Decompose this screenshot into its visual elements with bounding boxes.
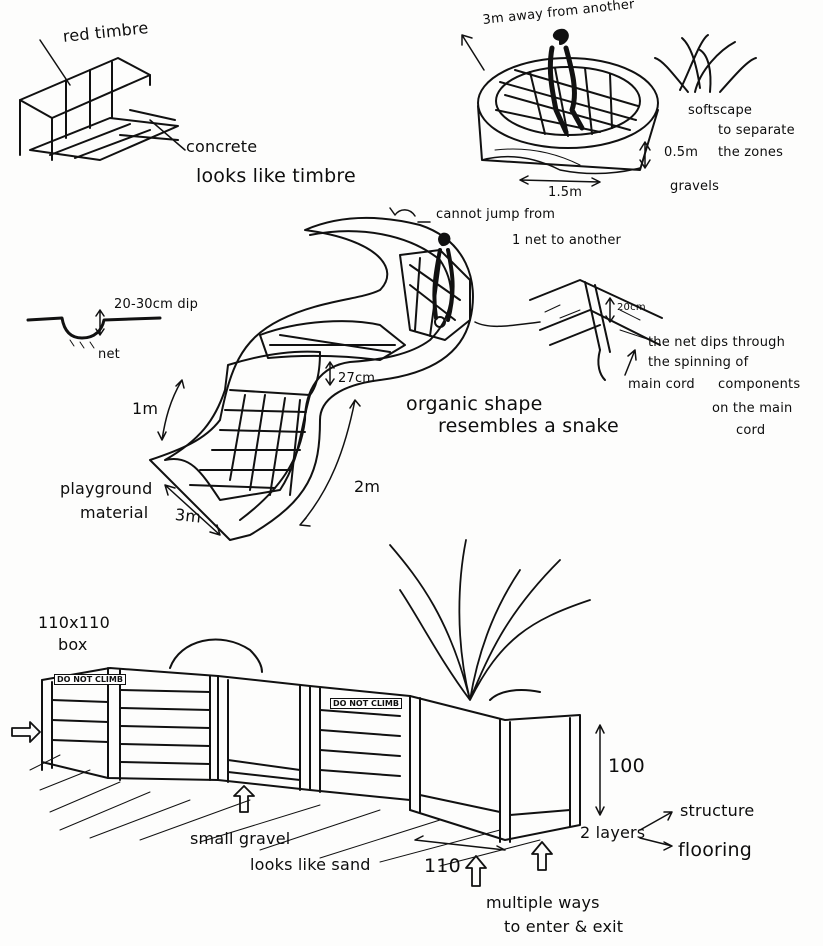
box-size-label: 110x110: [38, 614, 110, 632]
gravels-label: gravels: [670, 180, 719, 195]
concrete-label: concrete: [186, 138, 257, 156]
looks-like-timbre-label: looks like timbre: [196, 166, 356, 188]
three-m-label: 3m: [174, 506, 202, 527]
components-label: components: [718, 378, 800, 393]
structure-label: structure: [680, 802, 754, 820]
the-zones-label: the zones: [718, 146, 783, 161]
flooring-label: flooring: [678, 840, 752, 862]
dip-detail-sketch: [28, 310, 160, 348]
two-layers-label: 2 layers: [580, 824, 645, 842]
resembles-label: resembles a snake: [438, 416, 619, 438]
net-label: net: [98, 348, 120, 363]
small-gravel-label: small gravel: [190, 830, 290, 848]
main-cord-label: main cord: [628, 378, 695, 393]
material-label: material: [80, 504, 148, 522]
box-playground-sketch: [12, 540, 672, 886]
do-not-climb-sign-1: DO NOT CLIMB: [54, 674, 126, 685]
dip-label: 20-30cm dip: [114, 298, 198, 313]
one-five-m-label: 1.5m: [548, 186, 582, 201]
one-m-label: 1m: [132, 400, 158, 418]
to-enter-exit-label: to enter & exit: [504, 918, 623, 936]
looks-like-sand-label: looks like sand: [250, 856, 371, 874]
net-cord-detail-sketch: [530, 280, 662, 380]
cannot-jump-label: cannot jump from: [436, 208, 555, 223]
two-m-label: 2m: [354, 478, 380, 496]
net-dips-line2: the spinning of: [648, 356, 748, 371]
twenty-cm-label: 20cm: [617, 302, 646, 314]
twenty-seven-cm-label: 27cm: [338, 372, 375, 387]
multiple-ways-label: multiple ways: [486, 894, 600, 912]
one-net-label: 1 net to another: [512, 234, 621, 249]
zero-five-m-label: 0.5m: [664, 146, 698, 161]
on-the-main-label: on the main: [712, 402, 792, 417]
organic-shape-label: organic shape: [406, 394, 543, 416]
playground-label: playground: [60, 480, 152, 498]
box-label: box: [58, 636, 88, 654]
timber-step-sketch: [20, 40, 185, 160]
cord-label: cord: [736, 424, 765, 439]
to-separate-label: to separate: [718, 124, 795, 139]
net-dips-line1: the net dips through: [648, 336, 785, 351]
do-not-climb-sign-2: DO NOT CLIMB: [330, 698, 402, 709]
hundred-label: 100: [608, 756, 645, 778]
softscape-label: softscape: [688, 104, 752, 119]
one-ten-label: 110: [424, 856, 461, 878]
